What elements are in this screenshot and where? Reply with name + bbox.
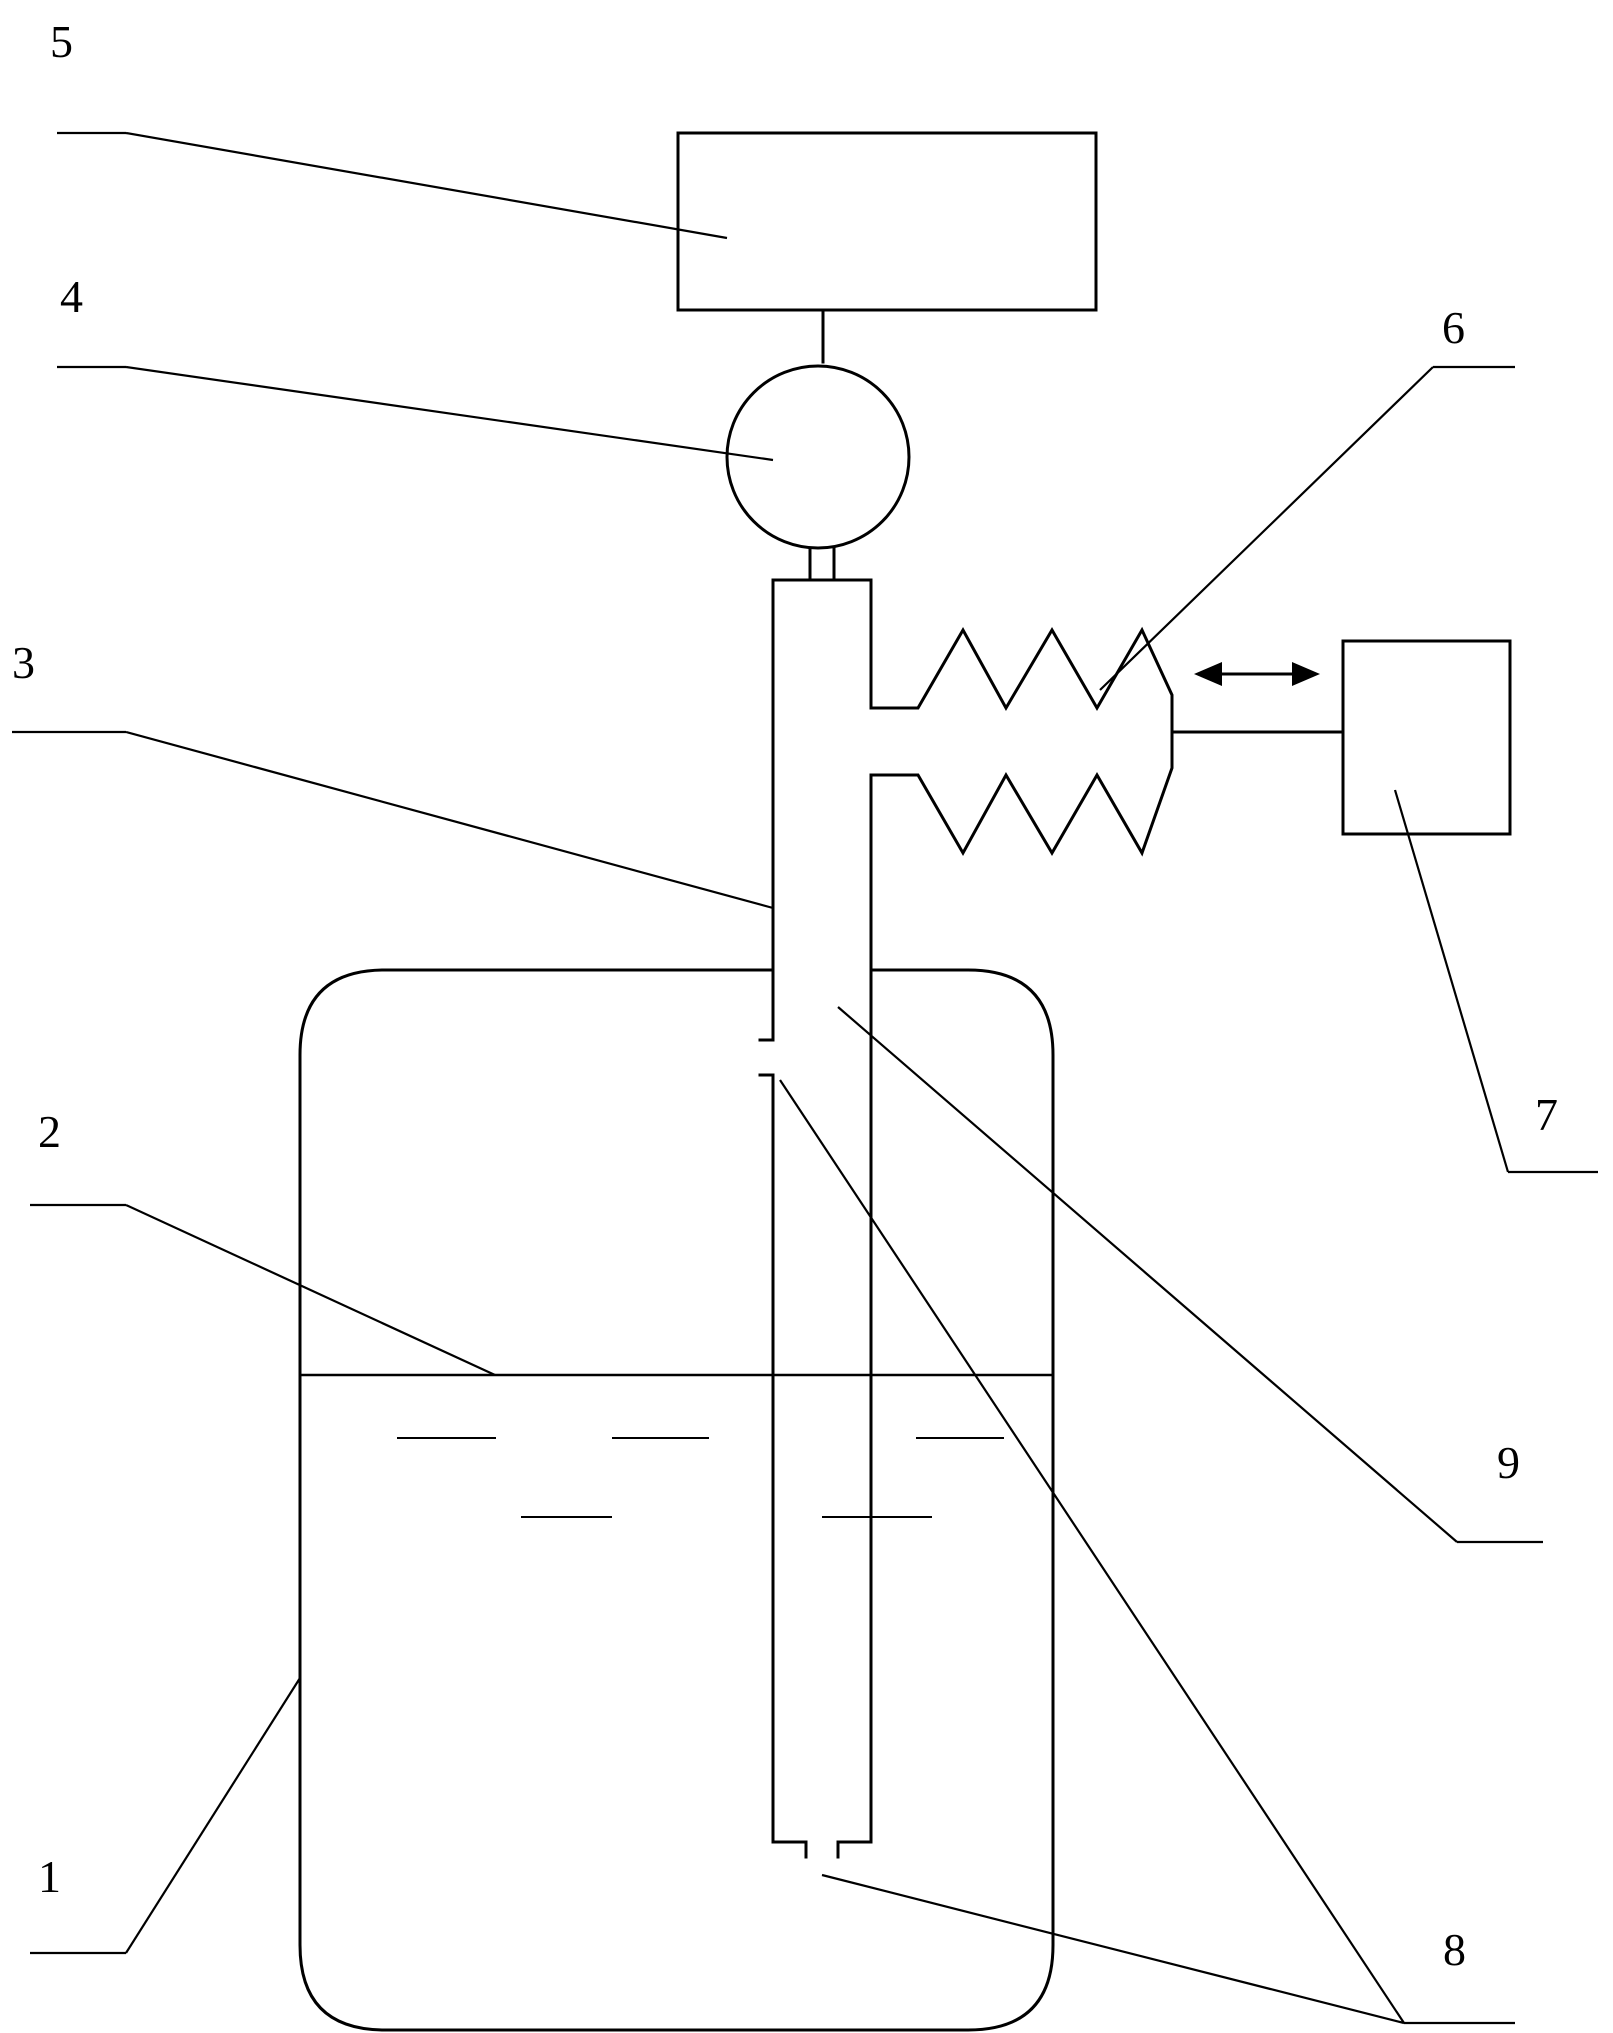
label-3: 3 bbox=[12, 637, 35, 688]
label-4: 4 bbox=[60, 271, 83, 322]
component-5-box bbox=[678, 133, 1096, 362]
component-7-box bbox=[1343, 641, 1510, 834]
component-4-circle bbox=[727, 366, 909, 580]
component-6-bellows bbox=[871, 630, 1343, 853]
leader-lines bbox=[12, 133, 1598, 2023]
component-2-liquid-level bbox=[300, 1375, 1053, 1517]
double-arrow-icon bbox=[1194, 662, 1320, 686]
label-9: 9 bbox=[1497, 1437, 1520, 1488]
label-7: 7 bbox=[1535, 1089, 1558, 1140]
label-2: 2 bbox=[38, 1106, 61, 1157]
label-1: 1 bbox=[38, 1851, 61, 1902]
component-1-container bbox=[300, 970, 1053, 2030]
component-3-tube bbox=[760, 580, 871, 1857]
label-5: 5 bbox=[50, 16, 73, 67]
label-6: 6 bbox=[1442, 302, 1465, 353]
label-8: 8 bbox=[1443, 1924, 1466, 1975]
